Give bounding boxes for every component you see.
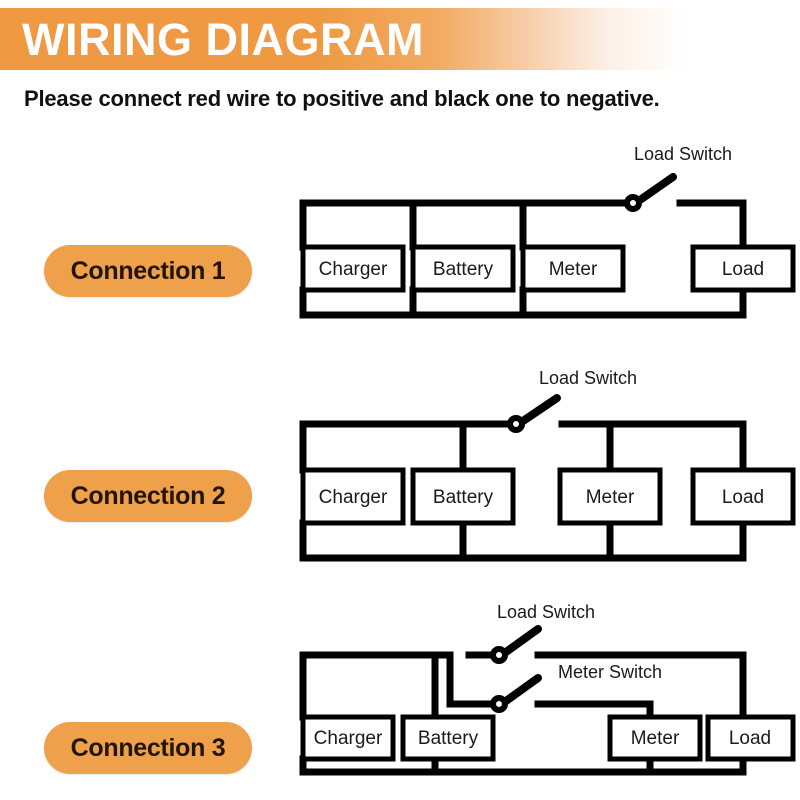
meter-box [520,244,626,293]
meter-switch-pivot [490,695,508,713]
load-box-label: Load [722,259,764,280]
connection-3-diagram: Charger Battery Meter Load Load Switch M… [280,600,800,800]
page-title: WIRING DIAGRAM [22,13,424,65]
meter-box-label: Meter [631,728,680,749]
load-switch-label: Load Switch [634,144,732,164]
meter-switch-lever [502,674,542,705]
load-switch[interactable] [490,625,542,664]
battery-box-label: Battery [418,728,479,749]
charger-box [300,244,406,293]
load-box-label: Load [722,487,764,508]
load-switch-lever [519,394,561,425]
load-box [690,244,796,293]
meter-box [607,714,703,762]
load-switch[interactable] [624,173,677,212]
load-switch-label: Load Switch [539,368,637,388]
load-switch-lever [502,625,542,656]
charger-box-label: Charger [319,487,388,508]
meter-switch[interactable] [490,674,542,713]
meter-switch-label: Meter Switch [558,662,662,682]
battery-box-label: Battery [433,259,494,280]
connection-2-badge: Connection 2 [44,470,252,522]
load-switch-lever [636,173,677,204]
meter-box [557,467,663,526]
charger-box [300,714,396,762]
meter-box-label: Meter [586,487,635,508]
battery-box [410,467,516,526]
load-switch[interactable] [507,394,561,433]
charger-box [300,467,406,526]
load-box-label: Load [729,728,771,749]
connection-row-1: Connection 1 Charger Battery Meter [0,130,800,345]
load-box [705,714,796,762]
meter-box-label: Meter [549,259,598,280]
meter-switch-branch [446,651,473,708]
connection-2-diagram: Charger Battery Meter Load Load Switch [280,360,800,575]
load-switch-pivot [624,194,642,212]
instruction-subtitle: Please connect red wire to positive and … [24,86,660,111]
connection-row-3: Connection 3 Charge [0,600,800,800]
connection-3-badge: Connection 3 [44,722,252,774]
connection-1-diagram: Charger Battery Meter Load Load Switch [280,130,800,345]
load-box [690,467,796,526]
charger-box-label: Charger [319,259,388,280]
charger-box-label: Charger [314,728,383,749]
load-switch-pivot [490,646,508,664]
header-banner: WIRING DIAGRAM [0,8,800,70]
load-switch-pivot [507,415,525,433]
battery-box-label: Battery [433,487,494,508]
connection-row-2: Connection 2 Charger Battery Meter [0,360,800,575]
battery-box [410,244,516,293]
battery-box [400,714,496,762]
load-switch-label: Load Switch [497,602,595,622]
connection-1-badge: Connection 1 [44,245,252,297]
